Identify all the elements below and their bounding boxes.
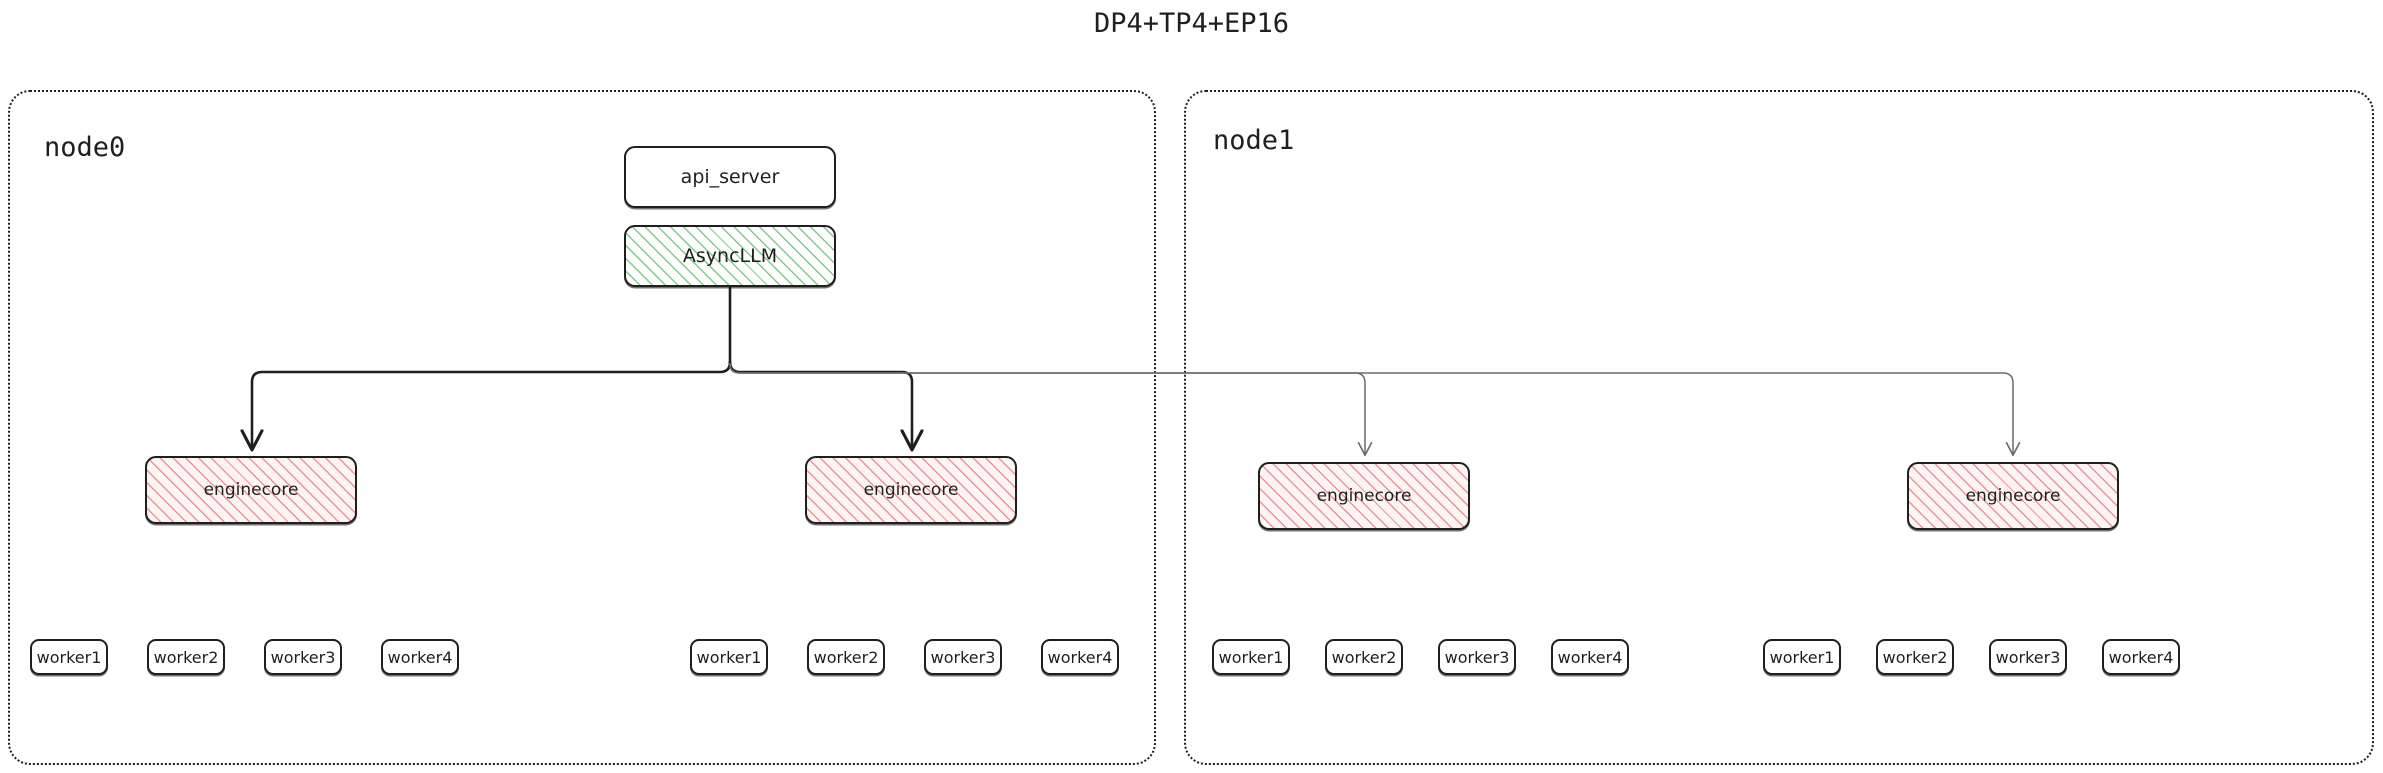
enginecore-label: enginecore [1965, 486, 2061, 506]
worker-node1-group1-3[interactable]: worker4 [2102, 639, 2180, 675]
worker-label: worker2 [153, 647, 219, 667]
enginecore-node0-0[interactable]: enginecore [145, 456, 357, 524]
worker-label: worker3 [1444, 647, 1510, 667]
enginecore-label: enginecore [203, 480, 299, 500]
worker-node0-group1-3[interactable]: worker4 [1041, 639, 1119, 675]
worker-label: worker1 [696, 647, 762, 667]
page-title: DP4+TP4+EP16 [1093, 8, 1290, 39]
asyncllm-block[interactable]: AsyncLLM [624, 225, 836, 287]
node-label-node0: node0 [44, 132, 126, 163]
asyncllm-label: AsyncLLM [682, 245, 778, 267]
worker-node1-group1-0[interactable]: worker1 [1763, 639, 1841, 675]
worker-node0-group0-0[interactable]: worker1 [30, 639, 108, 675]
worker-label: worker1 [36, 647, 102, 667]
worker-node0-group0-1[interactable]: worker2 [147, 639, 225, 675]
worker-node1-group0-1[interactable]: worker2 [1325, 639, 1403, 675]
worker-node0-group0-2[interactable]: worker3 [264, 639, 342, 675]
enginecore-label: enginecore [863, 480, 959, 500]
worker-node0-group1-2[interactable]: worker3 [924, 639, 1002, 675]
worker-node1-group0-2[interactable]: worker3 [1438, 639, 1516, 675]
worker-label: worker4 [2108, 647, 2174, 667]
worker-node1-group0-0[interactable]: worker1 [1212, 639, 1290, 675]
api-server-block[interactable]: api_server [624, 146, 836, 208]
node-label-node1: node1 [1213, 125, 1295, 156]
worker-node1-group1-1[interactable]: worker2 [1876, 639, 1954, 675]
worker-label: worker3 [1995, 647, 2061, 667]
worker-label: worker3 [930, 647, 996, 667]
enginecore-label: enginecore [1316, 486, 1412, 506]
enginecore-node1-1[interactable]: enginecore [1907, 462, 2119, 530]
worker-node0-group0-3[interactable]: worker4 [381, 639, 459, 675]
worker-label: worker1 [1218, 647, 1284, 667]
worker-label: worker3 [270, 647, 336, 667]
worker-node0-group1-0[interactable]: worker1 [690, 639, 768, 675]
worker-label: worker1 [1769, 647, 1835, 667]
worker-label: worker4 [1047, 647, 1113, 667]
worker-node1-group0-3[interactable]: worker4 [1551, 639, 1629, 675]
worker-label: worker2 [813, 647, 879, 667]
worker-node0-group1-1[interactable]: worker2 [807, 639, 885, 675]
enginecore-node1-0[interactable]: enginecore [1258, 462, 1470, 530]
worker-label: worker2 [1331, 647, 1397, 667]
worker-node1-group1-2[interactable]: worker3 [1989, 639, 2067, 675]
worker-label: worker4 [1557, 647, 1623, 667]
worker-label: worker4 [387, 647, 453, 667]
api-server-label: api_server [680, 166, 780, 188]
enginecore-node0-1[interactable]: enginecore [805, 456, 1017, 524]
worker-label: worker2 [1882, 647, 1948, 667]
